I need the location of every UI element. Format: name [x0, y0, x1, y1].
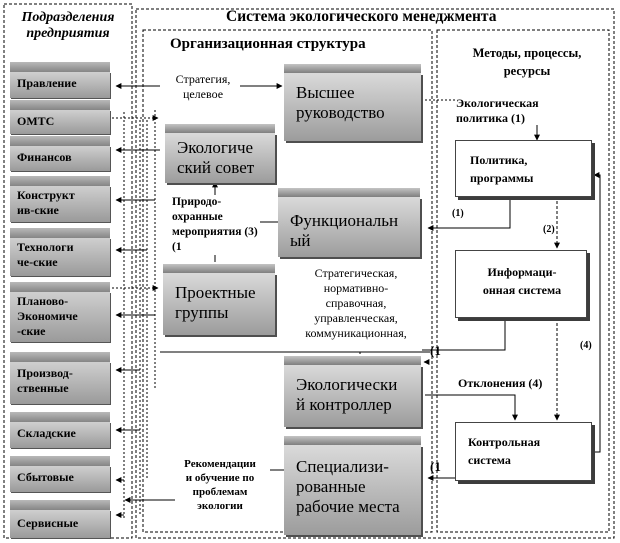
block-label: Функциональн ый: [290, 211, 399, 250]
block-label: Экологиче ский совет: [177, 138, 255, 177]
departments-title: Подразделения предприятия: [21, 10, 115, 41]
system-title: Система экологического менеджмента: [226, 8, 497, 25]
dept-omts: ОМТС: [10, 100, 110, 134]
box-control-system: Контрольная система: [455, 422, 592, 481]
note-strategy: Стратегия, целевое: [175, 72, 231, 101]
system-frame: [135, 8, 615, 539]
dept-sales: Сбытовые: [10, 456, 110, 492]
block-eco-controller: Экологически й контроллер: [284, 356, 421, 427]
marker-2-small: (2): [543, 224, 555, 235]
note-info-types: Стратегическая, нормативно- справочная, …: [305, 266, 407, 340]
methods-frame: [436, 29, 610, 533]
dept-label: Сервисные: [17, 516, 79, 530]
dept-label: Правление: [17, 76, 77, 90]
marker-1-a: (1: [430, 343, 441, 358]
marker-1-small: (1): [452, 208, 464, 219]
dept-label: ОМТС: [17, 114, 55, 128]
box-information-system: Информаци- онная система: [455, 250, 587, 318]
box-label: Контрольная система: [468, 435, 541, 467]
box-policy-programs: Политика, программы: [455, 140, 592, 197]
box-label: Политика, программы: [470, 153, 534, 185]
dept-label: Сбытовые: [17, 470, 74, 484]
dept-finance: Финансов: [10, 136, 110, 171]
dept-warehouse: Складские: [10, 412, 110, 448]
policy-note: Экологическая политика (1): [456, 96, 539, 125]
dept-label: Конструкт ив-ские: [17, 188, 75, 217]
block-functional: Функциональн ый: [278, 188, 420, 257]
note-measures: Природо- охранные мероприятия (3) (1: [172, 195, 258, 255]
dept-label: Планово- Экономиче -ские: [17, 294, 78, 338]
marker-4-small: (4): [580, 340, 592, 351]
block-label: Высшее руководство: [296, 83, 385, 122]
box-label: Информаци- онная система: [482, 265, 562, 297]
marker-1-b: (1: [430, 459, 441, 474]
org-title: Организационная структура: [170, 36, 366, 52]
dept-design: Конструкт ив-ские: [10, 176, 110, 222]
dept-service: Сервисные: [10, 500, 110, 538]
dept-label: Производ- ственные: [17, 366, 73, 395]
dept-production: Производ- ственные: [10, 352, 110, 404]
dept-label: Финансов: [17, 150, 72, 164]
block-top-management: Высшее руководство: [284, 64, 421, 141]
dept-technology: Технологи че-ские: [10, 228, 110, 276]
block-label: Специализи- рованные рабочие места: [296, 457, 400, 516]
note-recommendations: Рекомендации и обучение по проблемам эко…: [184, 458, 256, 512]
dept-label: Технологи че-ские: [17, 240, 74, 269]
dept-label: Складские: [17, 426, 76, 440]
block-project-groups: Проектные группы: [163, 264, 275, 335]
block-label: Проектные группы: [175, 283, 256, 322]
block-eco-council: Экологиче ский совет: [165, 124, 275, 183]
deviations-label: Отклонения (4): [458, 376, 543, 390]
block-label: Экологически й контроллер: [296, 375, 398, 414]
dept-planning: Планово- Экономиче -ские: [10, 282, 110, 342]
methods-title: Методы, процессы, ресурсы: [472, 46, 582, 78]
block-specialized: Специализи- рованные рабочие места: [284, 436, 421, 535]
dept-management: Правление: [10, 62, 110, 98]
departments-frame: [3, 3, 133, 539]
